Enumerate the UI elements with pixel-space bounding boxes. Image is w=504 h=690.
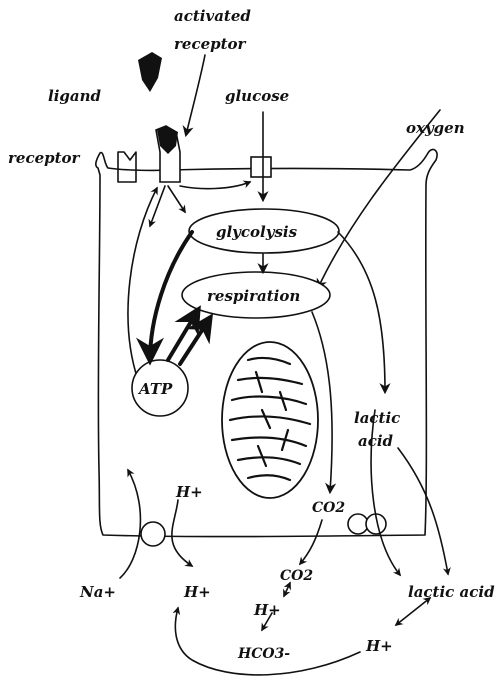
- glucose-transporter: [251, 157, 271, 177]
- respiration-label: respiration: [207, 287, 300, 305]
- lactate-transporter-a: [348, 514, 368, 534]
- activated-receptor-label-line2: receptor: [174, 35, 247, 53]
- lactic-acid-inside-line1: lactic: [354, 409, 400, 427]
- co2-outside-label: CO2: [280, 568, 313, 584]
- lactic-acid-outside-label: lactic acid: [408, 583, 495, 601]
- oxygen-label: oxygen: [406, 119, 465, 137]
- lactic-acid-inside-line2: acid: [358, 432, 394, 450]
- activated-receptor-label-line1: activated: [174, 7, 251, 25]
- h-plus-carbonic-label: H+: [253, 601, 281, 619]
- co2-inside-label: CO2: [312, 500, 345, 516]
- h-plus-inside-label: H+: [175, 483, 203, 501]
- h-plus-outside-label: H+: [183, 583, 211, 601]
- free-ligand-shape: [138, 52, 162, 92]
- glycolysis-label: glycolysis: [216, 223, 298, 241]
- ligand-label: ligand: [48, 87, 102, 105]
- na-h-exchanger: [141, 522, 165, 546]
- h-plus-lactic-label: H+: [365, 637, 393, 655]
- atp-label: ATP: [137, 380, 173, 398]
- glucose-label: glucose: [225, 87, 289, 105]
- hco3-label: HCO3-: [237, 646, 290, 662]
- receptor-label: receptor: [8, 149, 81, 167]
- na-plus-label: Na+: [79, 583, 116, 601]
- receptor-shape: [118, 152, 136, 182]
